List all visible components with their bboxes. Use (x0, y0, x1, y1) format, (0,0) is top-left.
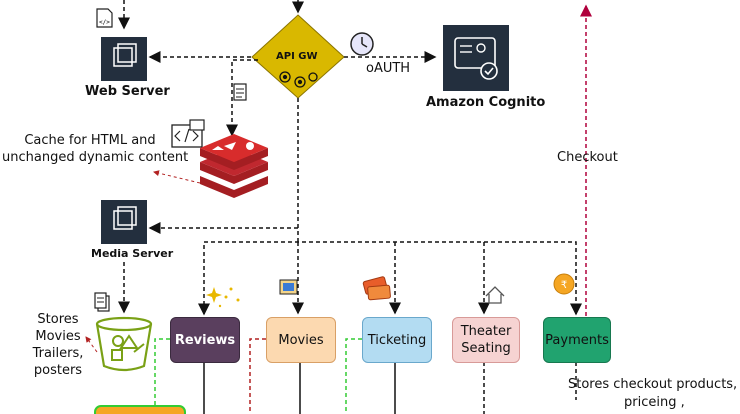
svg-text:</>: </> (99, 19, 110, 26)
payments-note-line1: Stores checkout products, (568, 377, 738, 392)
connector-service-bus (198, 241, 582, 316)
media-server-label: Media Server (91, 247, 174, 260)
oauth-label: oAUTH (366, 61, 411, 76)
checkout-label: Checkout (557, 150, 618, 165)
reviews-service: Reviews (170, 317, 240, 363)
movies-service: Movies (266, 317, 336, 363)
web-server-icon (101, 37, 147, 81)
stores-note-line4: posters (33, 363, 83, 378)
connector-cache-note (153, 170, 201, 184)
ticketing-service: Ticketing (362, 317, 432, 363)
document-icon-media (94, 292, 110, 312)
gear-icon (279, 71, 318, 88)
connector-gateway-cache (226, 59, 258, 137)
cache-note-line2: unchanged dynamic content (2, 150, 189, 165)
media-server-icon (101, 200, 147, 244)
home-icon (485, 286, 505, 304)
payments-service: Payments (543, 317, 611, 363)
theater-seating-line2: Seating (461, 341, 511, 356)
document-icon (233, 83, 247, 101)
payments-note-line2: priceing , (624, 395, 685, 410)
stores-note-line3: Trailers, (32, 346, 84, 361)
code-editor-icon (171, 119, 205, 148)
theater-seating-line1: Theater (460, 324, 512, 339)
connector-gateway-down (148, 98, 299, 242)
video-icon (279, 279, 298, 295)
code-file-icon: </> (96, 8, 113, 28)
ticket-icon (362, 276, 391, 301)
redis-cache-icon (200, 134, 268, 198)
amazon-cognito-icon (443, 25, 509, 91)
theater-seating-service: Theater Seating (452, 317, 520, 363)
stores-note-line1: Stores (37, 312, 79, 327)
svg-text:₹: ₹ (561, 280, 567, 291)
database-icon (94, 405, 186, 414)
gateway-label: API GW (276, 51, 318, 62)
cache-note-line1: Cache for HTML and (24, 133, 156, 148)
s3-bucket-icon (95, 316, 153, 372)
web-server-label: Web Server (85, 84, 170, 99)
cognito-label: Amazon Cognito (426, 95, 546, 110)
sparkle-icon (206, 287, 240, 308)
connector-lower-lines (154, 338, 577, 414)
coin-icon: ₹ (553, 273, 575, 295)
clock-icon (350, 32, 374, 56)
stores-note-line2: Movies (35, 329, 81, 344)
